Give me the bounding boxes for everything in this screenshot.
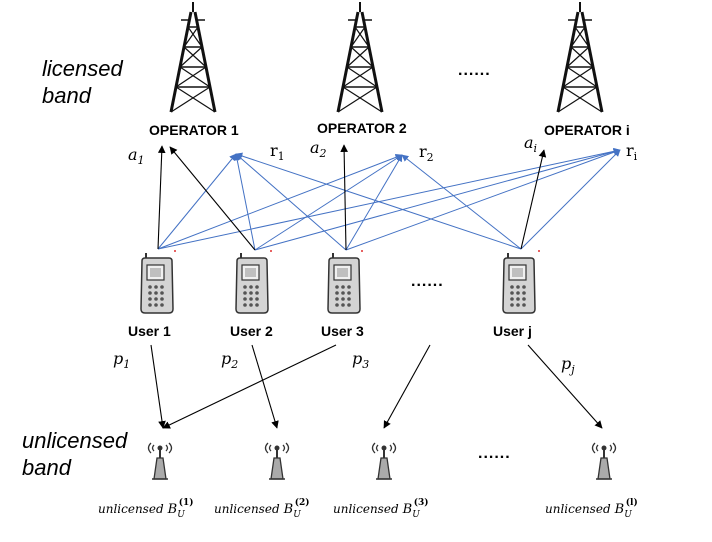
operator-2-a-label: a2 [310,138,327,160]
operator-1-tower-icon [169,0,217,114]
unlicensed-bs-l-icon [591,442,617,480]
link-u1-op1-a [157,145,166,250]
operator-2-r-label: r2 [419,142,434,164]
licensed-band-label: licensed band [42,56,129,108]
link-uj-op2-r [401,154,522,250]
user-2-p-label: p2 [221,349,238,371]
unlicensed-band-word2: band [22,455,72,480]
user-j-label: User j [493,323,532,339]
user-j-p-label: pj [561,354,575,376]
unlicensed-band-word1: unlicensed [22,428,128,453]
user-3-p-label: p3 [352,349,369,371]
link-u2-opi-r [254,148,621,251]
link-u3-op2-a [340,144,348,251]
unlicensed-bs-1-icon [147,442,173,480]
link-u3-op1-r [235,153,347,251]
operator-i-tower-icon [556,0,604,114]
red-marks [174,250,540,252]
unlicensed-bs-3-icon [371,442,397,480]
request-links [157,147,621,251]
unlicensed-bs-2-icon [264,442,290,480]
link-u2-op2-r [254,154,403,251]
operator-i-a-label: ai [524,133,537,155]
operator-i-r-label: ri [626,141,638,163]
bs-ellipsis: ...... [478,445,511,462]
users-ellipsis: ...... [411,273,444,290]
link-u1-op1-r [157,153,237,250]
link-u1-opi-r [157,147,621,250]
user-2-label: User 2 [230,323,273,339]
link-u1-bs1 [150,344,166,429]
operator-1-label: OPERATOR 1 [149,122,239,138]
user-1-p-label: p1 [113,349,130,371]
link-uj-op1-r [235,152,522,250]
operator-1-r-label: r1 [270,141,285,163]
operator-i-label: OPERATOR i [544,122,630,138]
operator-2-label: OPERATOR 2 [317,120,407,136]
link-u-bs3 [383,344,431,429]
user-1-phone-icon [140,252,174,314]
link-uj-opi-r [520,149,621,250]
link-uj-bsl [527,344,603,429]
operator-2-tower-icon [336,0,384,114]
link-u3-bs1 [162,344,337,429]
link-u2-op1-a [169,146,256,251]
link-u3-op2-r [345,154,403,251]
user-1-label: User 1 [128,323,171,339]
link-u2-bs2 [251,344,279,429]
link-u2-op1-r [233,153,256,251]
operator-1-a-label: a1 [128,145,145,167]
link-u3-opi-r [345,148,621,251]
user-3-phone-icon [327,252,361,314]
link-uj-opi-a [520,149,547,250]
user-2-phone-icon [235,252,269,314]
user-3-label: User 3 [321,323,364,339]
unlicensed-band-label: unlicensed band [22,428,133,480]
licensed-band-word1: licensed [42,56,123,81]
operators-ellipsis: ...... [458,62,491,79]
licensed-band-word2: band [42,83,92,108]
assignment-links [157,144,547,251]
link-u1-op2-r [157,153,403,250]
unlicensed-links [150,344,603,429]
user-j-phone-icon [502,252,536,314]
